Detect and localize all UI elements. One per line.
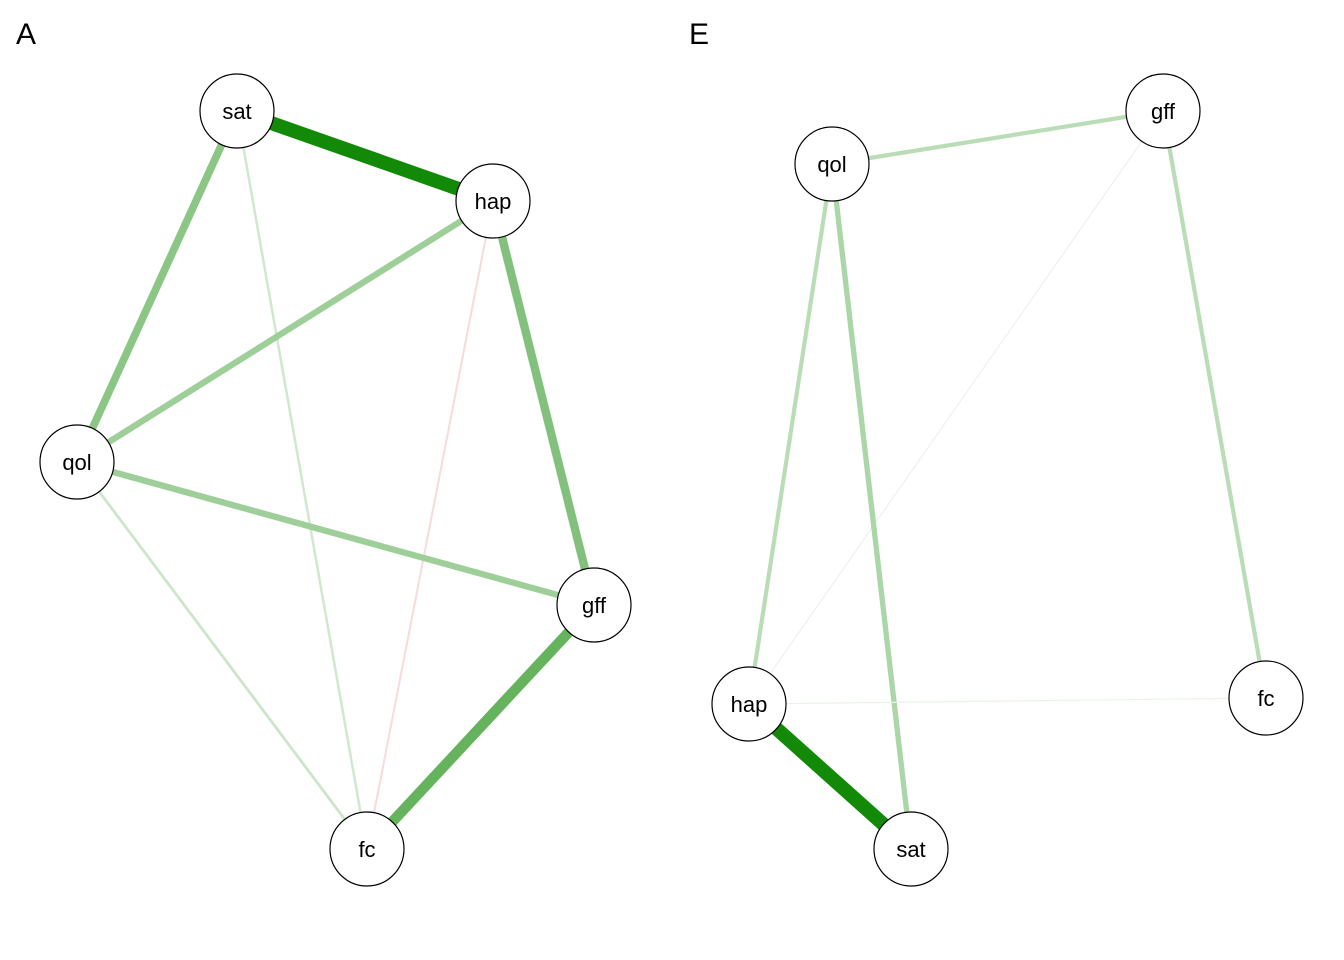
network-panel-e: E gff qol hap fc sat (672, 0, 1344, 960)
network-graph-e: gff qol hap fc sat (711, 73, 1304, 887)
node-fc: fc (329, 811, 405, 887)
node-circle-fc (1228, 660, 1304, 736)
edge-hap-fc (365, 200, 495, 850)
node-circle-qol (39, 424, 115, 500)
node-sat: sat (199, 73, 275, 149)
node-fc: fc (1228, 660, 1304, 736)
edge-sat-fc (235, 110, 369, 850)
node-circle-sat (873, 811, 949, 887)
edge-hap-qol (75, 198, 495, 465)
edge-sat-qol (73, 109, 241, 464)
node-circle-sat (199, 73, 275, 149)
edge-qol-fc (75, 461, 369, 850)
edge-qol-sat (829, 163, 914, 850)
edge-sat-hap (234, 104, 496, 208)
node-circle-qol (794, 126, 870, 202)
panel-label-e: E (689, 18, 710, 51)
node-gff: gff (556, 567, 632, 643)
node-label-qol: qol (62, 450, 91, 475)
node-circle-hap (711, 666, 787, 742)
node-hap: hap (455, 163, 531, 239)
node-sat: sat (873, 811, 949, 887)
edge-qol-gff (76, 458, 595, 609)
node-label-hap: hap (731, 692, 768, 717)
edge-qol-gff (831, 108, 1164, 167)
node-circle-fc (329, 811, 405, 887)
node-label-fc: fc (358, 837, 375, 862)
node-label-gff: gff (582, 593, 607, 618)
node-circle-hap (455, 163, 531, 239)
node-qol: qol (794, 126, 870, 202)
panel-label-a: A (16, 18, 37, 51)
node-qol: qol (39, 424, 115, 500)
network-panel-a: A sat hap qol gff fc (16, 18, 632, 887)
edge-gff-hap (748, 110, 1164, 705)
node-circle-gff (556, 567, 632, 643)
node-label-qol: qol (817, 152, 846, 177)
node-circle-gff (1125, 73, 1201, 149)
node-label-sat: sat (896, 837, 925, 862)
node-hap: hap (711, 666, 787, 742)
edge-hap-gff (488, 199, 599, 607)
node-label-hap: hap (475, 189, 512, 214)
edge-gff-fc (1160, 110, 1269, 699)
node-label-gff: gff (1151, 99, 1176, 124)
node-gff: gff (1125, 73, 1201, 149)
edge-hap-fc (748, 697, 1267, 705)
network-graph-a: sat hap qol gff fc (39, 73, 632, 887)
edge-gff-fc (363, 601, 598, 853)
node-label-sat: sat (222, 99, 251, 124)
edge-qol-hap (746, 163, 835, 705)
node-label-fc: fc (1257, 686, 1274, 711)
